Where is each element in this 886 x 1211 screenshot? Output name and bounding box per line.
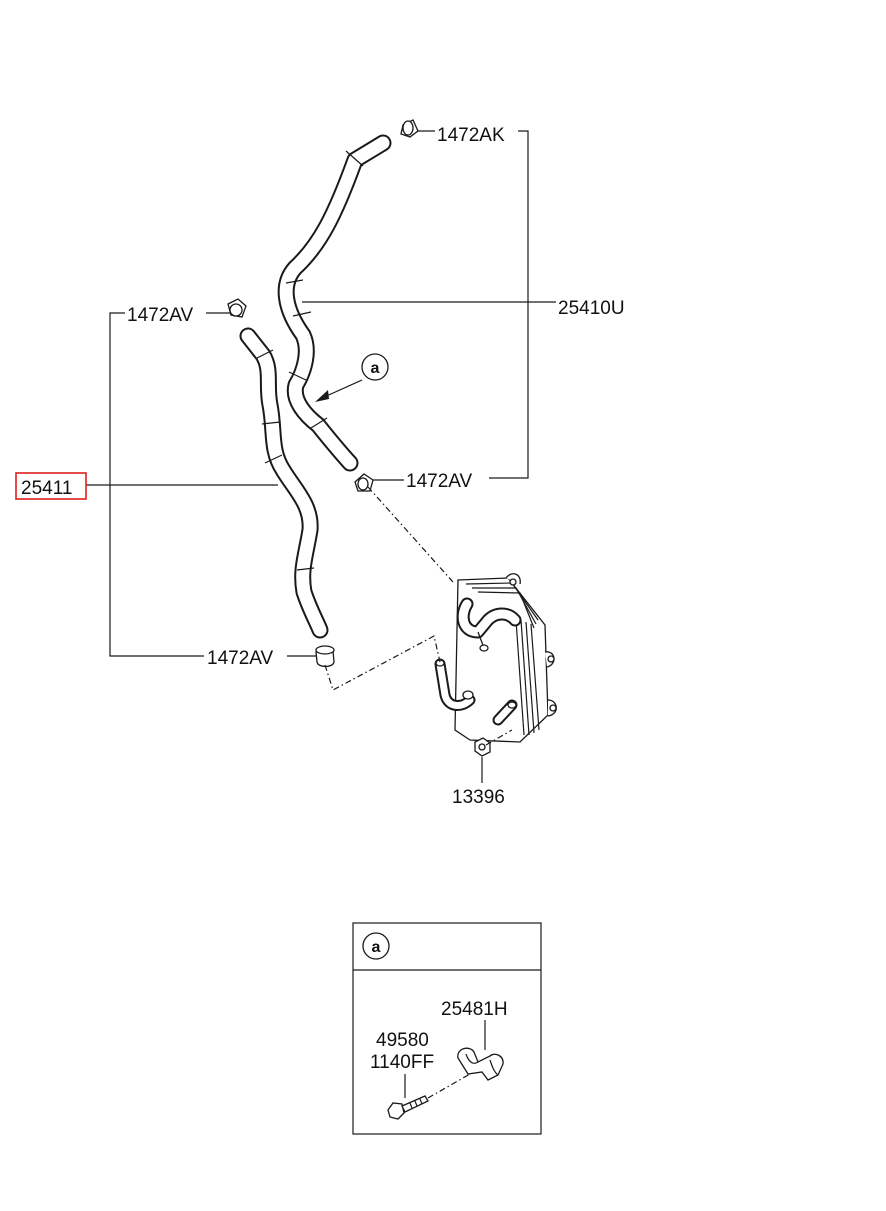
label-1140ff[interactable]: 1140FF bbox=[370, 1052, 434, 1073]
clamp-1472av-right[interactable] bbox=[354, 473, 374, 492]
bolt-1140ff[interactable] bbox=[387, 1095, 429, 1120]
label-1472ak[interactable]: 1472AK bbox=[437, 125, 505, 146]
hose-upper[interactable] bbox=[277, 134, 392, 472]
hose-lower-25411[interactable] bbox=[239, 327, 329, 639]
clamp-1472av-bottom[interactable] bbox=[315, 645, 335, 668]
selected-part-highlight bbox=[15, 472, 87, 500]
callout-a-marker: a bbox=[371, 360, 380, 377]
detail-box: a 25481H 49580 1140FF bbox=[352, 922, 542, 1135]
label-1472av-right[interactable]: 1472AV bbox=[406, 471, 473, 492]
label-25481h[interactable]: 25481H bbox=[441, 999, 508, 1020]
label-25410u[interactable]: 25410U bbox=[558, 298, 625, 319]
label-13396[interactable]: 13396 bbox=[452, 787, 505, 808]
clamp-1472ak[interactable] bbox=[400, 119, 419, 138]
label-1472av-bottom[interactable]: 1472AV bbox=[207, 648, 274, 669]
bracket-25481h[interactable] bbox=[457, 1047, 504, 1081]
label-25411[interactable]: 25411 bbox=[21, 478, 72, 499]
oil-cooler[interactable] bbox=[434, 573, 557, 743]
detail-box-marker: a bbox=[372, 939, 381, 956]
leader-lines bbox=[86, 130, 556, 783]
clamp-1472av-left[interactable] bbox=[227, 298, 247, 318]
label-49580[interactable]: 49580 bbox=[376, 1030, 429, 1051]
callout-a[interactable]: a bbox=[315, 353, 389, 402]
nut-13396[interactable] bbox=[474, 737, 491, 757]
label-1472av-left[interactable]: 1472AV bbox=[127, 305, 194, 326]
